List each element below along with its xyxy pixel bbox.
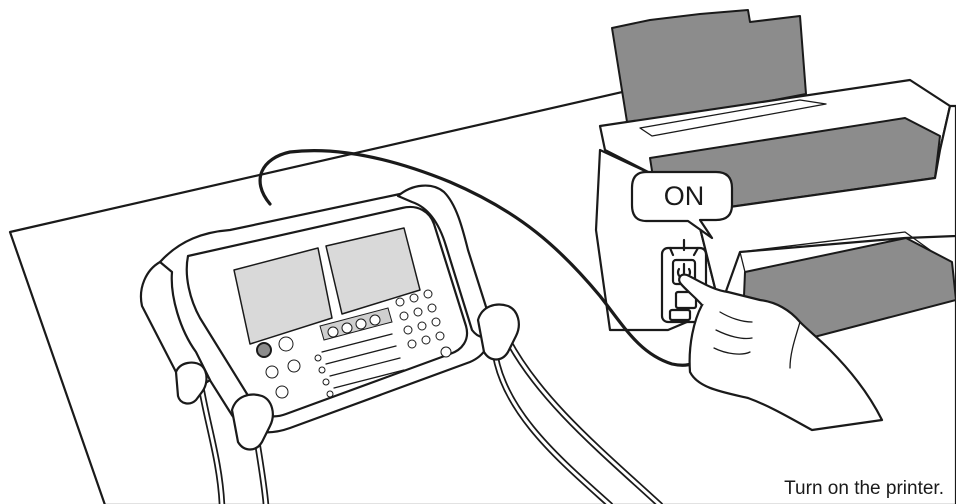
device-screen-right (325, 227, 421, 315)
handheld-device (139, 184, 520, 451)
device-keypad (256, 289, 452, 399)
printer-cable (258, 149, 702, 367)
button-glow-lines (668, 238, 700, 257)
probe-left-rear (174, 361, 208, 405)
hand (678, 273, 884, 432)
probe-left (230, 393, 274, 451)
probe-right (476, 303, 520, 361)
on-speech-bubble (630, 170, 734, 240)
caption: Turn on the printer. (784, 478, 944, 499)
device-screen-left (233, 247, 333, 345)
on-bubble-label: ON (663, 181, 705, 211)
cable-plug (668, 308, 692, 322)
